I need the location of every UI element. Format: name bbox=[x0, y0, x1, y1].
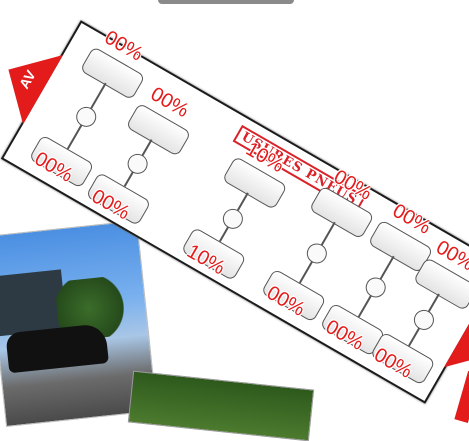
hub-5 bbox=[362, 274, 389, 301]
background-photo-top bbox=[158, 0, 294, 4]
rear-arrow-icon bbox=[444, 298, 469, 387]
hub-4 bbox=[303, 240, 330, 267]
hub-2 bbox=[124, 150, 151, 177]
hub-3 bbox=[219, 205, 246, 232]
hub-1 bbox=[73, 103, 100, 130]
hub-6 bbox=[410, 306, 437, 333]
background-photo-trees bbox=[128, 371, 314, 441]
